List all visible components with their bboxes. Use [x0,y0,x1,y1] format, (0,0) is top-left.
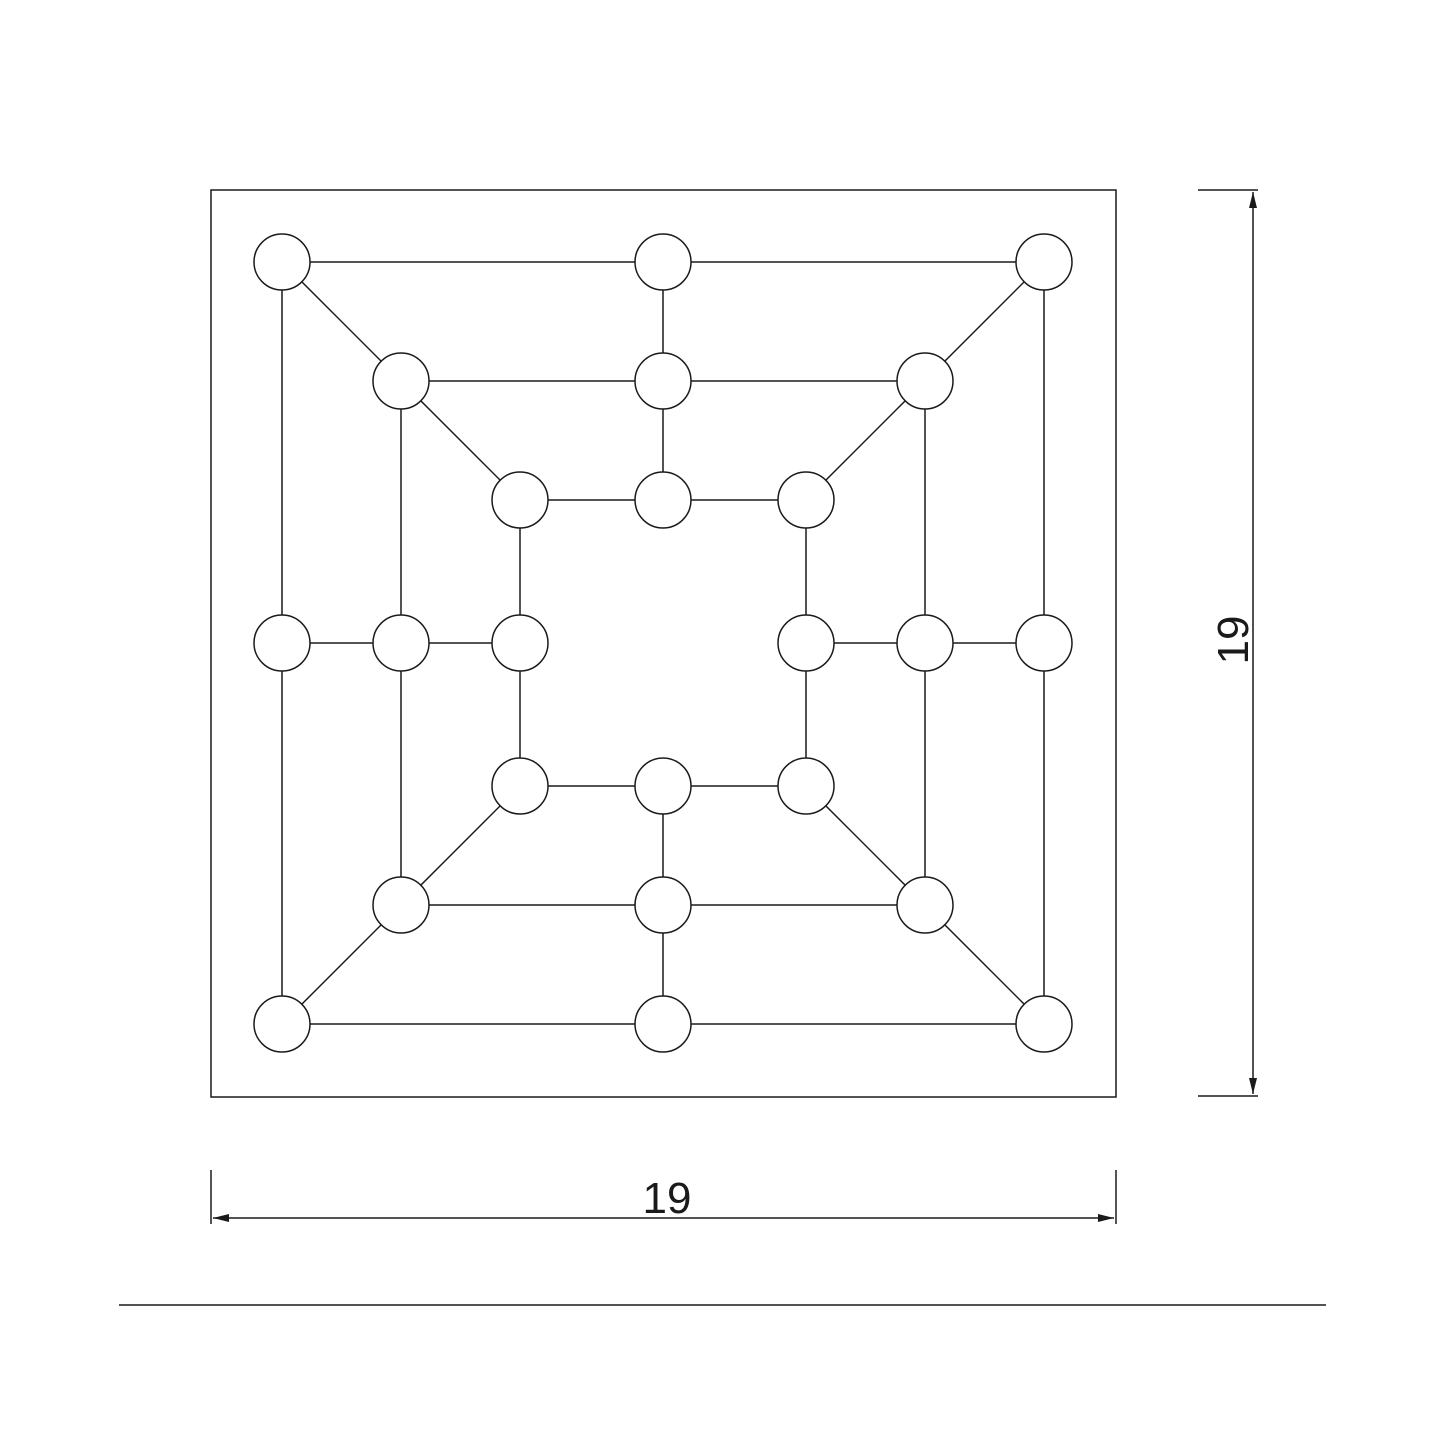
width-arrow-left [213,1214,229,1222]
height-arrow-top [1249,192,1257,208]
board-point-ring-1-pos-1 [634,352,692,410]
board-point-ring-0-pos-0 [253,233,311,291]
board-nodes [253,233,1073,1053]
board-point-ring-2-pos-1 [634,471,692,529]
board-point-ring-2-pos-4 [777,757,835,815]
board-point-ring-1-pos-3 [896,614,954,672]
height-dimension: 19 [1198,189,1258,1097]
board-point-ring-2-pos-0 [491,471,549,529]
board-point-ring-0-pos-6 [253,995,311,1053]
board-point-ring-0-pos-4 [1015,995,1073,1053]
board-outline [210,189,1117,1098]
height-arrow-bottom [1249,1078,1257,1094]
board-point-ring-2-pos-6 [491,757,549,815]
width-dimension: 19 [210,1170,1117,1224]
board-point-ring-1-pos-5 [634,876,692,934]
board-point-ring-2-pos-2 [777,471,835,529]
board-point-ring-2-pos-3 [777,614,835,672]
board-point-ring-0-pos-3 [1015,614,1073,672]
board-point-ring-0-pos-7 [253,614,311,672]
board-point-ring-1-pos-2 [896,352,954,410]
board-point-ring-1-pos-0 [372,352,430,410]
width-arrow-right [1098,1214,1114,1222]
height-label: 19 [1209,616,1258,665]
board-point-ring-0-pos-1 [634,233,692,291]
width-label: 19 [643,1174,692,1223]
board-point-ring-1-pos-6 [372,876,430,934]
board-point-ring-1-pos-7 [372,614,430,672]
board-point-ring-0-pos-2 [1015,233,1073,291]
board-point-ring-0-pos-5 [634,995,692,1053]
board-point-ring-2-pos-5 [634,757,692,815]
board-point-ring-1-pos-4 [896,876,954,934]
board-point-ring-2-pos-7 [491,614,549,672]
